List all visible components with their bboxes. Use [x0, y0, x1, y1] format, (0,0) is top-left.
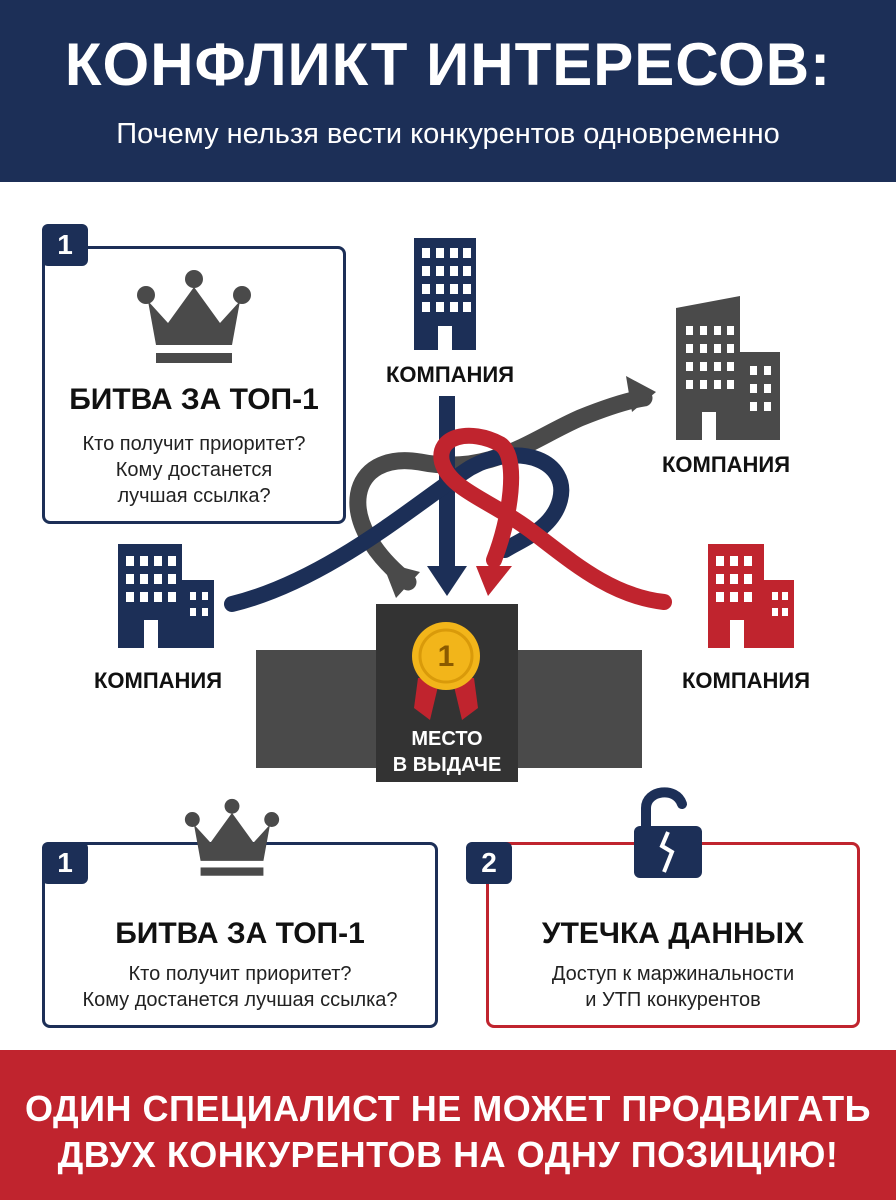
bottom-left-card-title: БИТВА ЗА ТОП-1 — [115, 917, 365, 950]
bottom-left-card-badge: 1 — [42, 842, 88, 884]
company-label-right-lower: КОМПАНИЯ — [681, 668, 811, 693]
bottom-right-card-text-line: Доступ к маржинальности — [551, 963, 795, 985]
bottom-right-card-title: УТЕЧКА ДАННЫХ — [541, 917, 805, 950]
podium-label-line: МЕСТО — [411, 728, 483, 750]
gray-arrowhead-down — [382, 562, 420, 598]
building-top-icon — [414, 238, 476, 350]
page-title: КОНФЛИКТ ИНТЕРЕСОВ: — [64, 31, 832, 98]
top-card-text-line: лучшая ссылка? — [117, 485, 271, 507]
footer-banner: ОДИН СПЕЦИАЛИСТ НЕ МОЖЕТ ПРОДВИГАТЬ ДВУХ… — [0, 1050, 896, 1200]
top-card-text-line: Кто получит приоритет? — [82, 433, 306, 455]
gold-medal-icon — [412, 622, 480, 720]
company-label-top: КОМПАНИЯ — [385, 362, 515, 387]
bottom-right-card-text: Доступ к маржинальности и УТП конкуренто… — [489, 961, 857, 1013]
top-card-text: Кто получит приоритет? Кому достанется л… — [45, 431, 343, 509]
top-card-badge: 1 — [42, 224, 88, 266]
medal-number: 1 — [437, 640, 455, 673]
podium-label-line: В ВЫДАЧЕ — [392, 754, 502, 776]
navy-arrowhead-down — [427, 566, 467, 596]
bottom-right-card-text-line: и УТП конкурентов — [585, 989, 761, 1011]
bottom-right-card-badge: 2 — [466, 842, 512, 884]
building-right-lower-icon — [708, 544, 794, 648]
header-banner: КОНФЛИКТ ИНТЕРЕСОВ: Почему нельзя вести … — [0, 0, 896, 182]
footer-line-2: ДВУХ КОНКУРЕНТОВ НА ОДНУ ПОЗИЦИЮ! — [57, 1134, 839, 1175]
bottom-battle-card: БИТВА ЗА ТОП-1 Кто получит приоритет? Ко… — [42, 842, 438, 1028]
broken-lock-icon — [634, 787, 702, 878]
podium — [256, 604, 642, 782]
page-subtitle: Почему нельзя вести конкурентов одноврем… — [116, 118, 780, 150]
competition-diagram — [118, 238, 794, 782]
top-card-title: БИТВА ЗА ТОП-1 — [69, 383, 319, 416]
building-left-icon — [118, 544, 214, 648]
podium-label: МЕСТО В ВЫДАЧЕ — [376, 726, 518, 778]
gray-arrowhead-right — [626, 376, 656, 412]
bottom-left-card-text: Кто получит приоритет? Кому достанется л… — [45, 961, 435, 1013]
company-label-right-upper: КОМПАНИЯ — [661, 452, 791, 477]
top-card-text-line: Кому достанется — [115, 459, 273, 481]
red-arrowhead-down — [476, 566, 512, 596]
bottom-left-card-text-line: Кто получит приоритет? — [128, 963, 352, 985]
company-label-left: КОМПАНИЯ — [93, 668, 223, 693]
footer-line-1: ОДИН СПЕЦИАЛИСТ НЕ МОЖЕТ ПРОДВИГАТЬ — [24, 1088, 871, 1129]
crown-icon — [137, 270, 251, 363]
building-right-upper-icon — [676, 296, 780, 440]
red-curve-arrow — [433, 427, 672, 610]
top-battle-card: БИТВА ЗА ТОП-1 Кто получит приоритет? Ко… — [42, 246, 346, 524]
bottom-left-card-text-line: Кому достанется лучшая ссылка? — [82, 989, 398, 1011]
crown-icon — [184, 798, 280, 876]
